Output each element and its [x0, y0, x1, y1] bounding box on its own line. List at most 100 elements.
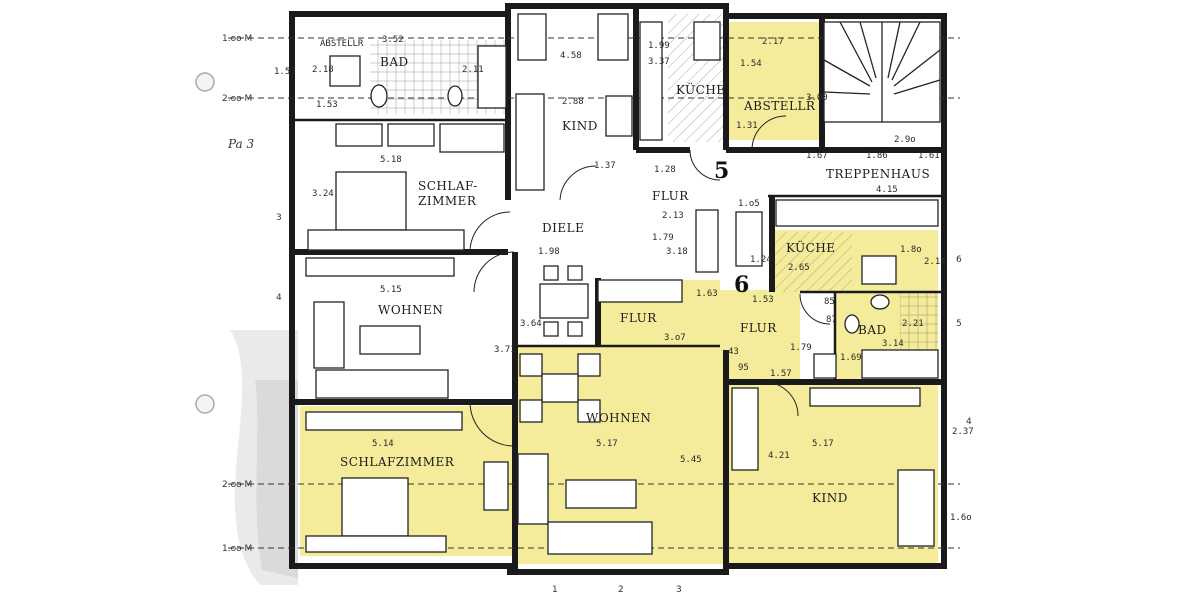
sideboard-wohnen-left	[305, 257, 455, 277]
dim-186: 1.86	[866, 151, 888, 161]
dim-105: 1.o5	[738, 199, 760, 209]
nightstands-bottom	[305, 535, 447, 553]
chair-diele-3	[543, 321, 559, 337]
bed-kind-top	[517, 13, 547, 61]
scan-shadow	[230, 330, 298, 585]
sink-right	[870, 294, 890, 310]
dim-217: 2.17	[762, 37, 784, 47]
label-kueche-right: KÜCHE	[786, 239, 836, 255]
double-bed-bottom	[341, 477, 409, 537]
staircase	[823, 21, 941, 123]
double-bed-top	[335, 171, 407, 231]
label-schlafzimmer-bottom: SCHLAFZIMMER	[340, 455, 455, 469]
dim-364: 3.64	[520, 319, 542, 329]
label-bad-top: BAD	[380, 55, 409, 69]
nightstand-2	[387, 123, 435, 147]
dim-095: 95	[738, 363, 749, 373]
coffee-table-wohnen-mid	[565, 479, 637, 509]
dim-288: 2.88	[562, 97, 584, 107]
label-kind-bottom: KIND	[812, 491, 848, 505]
dim-163: 1.63	[696, 289, 718, 299]
dim-153c: 1.53	[752, 295, 774, 305]
margin-labels: 1.oo M 2.oo M 2.oo M 1.oo M 3 4 6 5 4 1 …	[222, 34, 972, 595]
dim-214: 2.14	[924, 257, 946, 267]
chair-diele-2	[567, 265, 583, 281]
unit-numbers: 5 6	[714, 158, 749, 298]
wardrobe-schlafzimmer-bottom	[305, 411, 463, 431]
label-schlafzimmer-top-2: ZIMMER	[418, 194, 477, 208]
margin-label-m1: 1.oo M	[222, 34, 252, 44]
dim-307: 3.o7	[664, 333, 686, 343]
margin-label-right-6: 6	[956, 255, 962, 265]
sofa-bottom-wohnen-mid	[547, 521, 653, 555]
chair-wohnen-2	[577, 353, 601, 377]
margin-label-left-4: 4	[276, 293, 282, 303]
room-labels: ABSTELLR BAD KIND KÜCHE ABSTELLR SCHLAF-…	[320, 39, 930, 505]
margin-label-m2: 2.oo M	[222, 94, 252, 104]
dim-318: 3.18	[666, 247, 688, 257]
unit-number-6: 6	[734, 272, 749, 298]
margin-label-left-3: 3	[276, 213, 282, 223]
chair-wohnen-1	[519, 353, 543, 377]
toilet-right	[844, 314, 860, 334]
dim-517b: 5.17	[812, 439, 834, 449]
margin-label-bottom-3: 3	[676, 585, 682, 595]
shelf-kind-top	[605, 95, 633, 137]
bathtub-right	[861, 349, 939, 379]
dim-371: 3.71	[494, 345, 516, 355]
unit-number-5: 5	[714, 158, 729, 184]
handwritten-note: Pa 3	[227, 137, 255, 151]
margin-label-bottom-1: 1	[552, 585, 558, 595]
wardrobe-kind-top	[515, 93, 545, 191]
dim-352: 3.52	[382, 35, 404, 45]
dim-124: 1.24	[750, 255, 772, 265]
kueche-right-tiles	[772, 232, 852, 292]
kitchen-table-right	[861, 255, 897, 285]
nightstand-1	[335, 123, 383, 147]
dining-table-diele	[539, 283, 589, 319]
chair-wohnen-4	[577, 399, 601, 423]
sofa-bottom-wohnen-left	[315, 369, 449, 399]
label-flur-top: FLUR	[652, 189, 689, 203]
dim-458: 4.58	[560, 51, 582, 61]
sink-top	[447, 85, 463, 107]
dim-324: 3.24	[312, 189, 334, 199]
dim-218: 2.18	[312, 65, 334, 75]
kitchen-counter-top	[639, 21, 663, 141]
cabinet-flur	[735, 211, 763, 267]
label-abstellr-right: ABSTELLR	[743, 99, 816, 113]
dim-087: 87	[826, 315, 837, 325]
margin-label-right-4: 4	[966, 417, 972, 427]
dim-421: 4.21	[768, 451, 790, 461]
label-kueche-top: KÜCHE	[676, 81, 726, 97]
margin-label-bottom-2: 2	[618, 585, 624, 595]
label-treppenhaus: TREPPENHAUS	[826, 167, 930, 181]
interior-walls	[292, 6, 944, 572]
dim-179: 1.79	[652, 233, 674, 243]
dim-043: 43	[728, 347, 739, 357]
dimension-labels: 3.52 2.18 2.11 1.53 1.53 4.58 2.88 1.99 …	[274, 35, 974, 523]
label-diele: DIELE	[542, 221, 584, 235]
label-abstellr-small: ABSTELLR	[320, 39, 364, 49]
coffee-table-wohnen-left	[359, 325, 421, 355]
toilet-top	[370, 84, 388, 108]
highlight-abstellr-right	[728, 22, 820, 140]
dresser-schlafzimmer-bottom	[483, 461, 509, 511]
wardrobe-flur-top	[695, 209, 719, 273]
dim-154: 1.54	[740, 59, 762, 69]
dim-180: 1.8o	[900, 245, 922, 255]
wardrobe-top	[307, 229, 465, 251]
wardrobe-kind-bottom	[731, 387, 759, 471]
dim-337: 3.37	[648, 57, 670, 67]
dim-290: 2.9o	[894, 135, 916, 145]
label-schlafzimmer-top-1: SCHLAF-	[418, 179, 478, 193]
dim-199: 1.99	[648, 41, 670, 51]
dim-131: 1.31	[736, 121, 758, 131]
dim-161: 1.61	[918, 151, 940, 161]
label-wohnen-mid: WOHNEN	[586, 411, 651, 425]
label-bad-right: BAD	[858, 323, 887, 337]
shower-top	[329, 55, 361, 87]
dim-415: 4.15	[876, 185, 898, 195]
dim-314: 3.14	[882, 339, 904, 349]
